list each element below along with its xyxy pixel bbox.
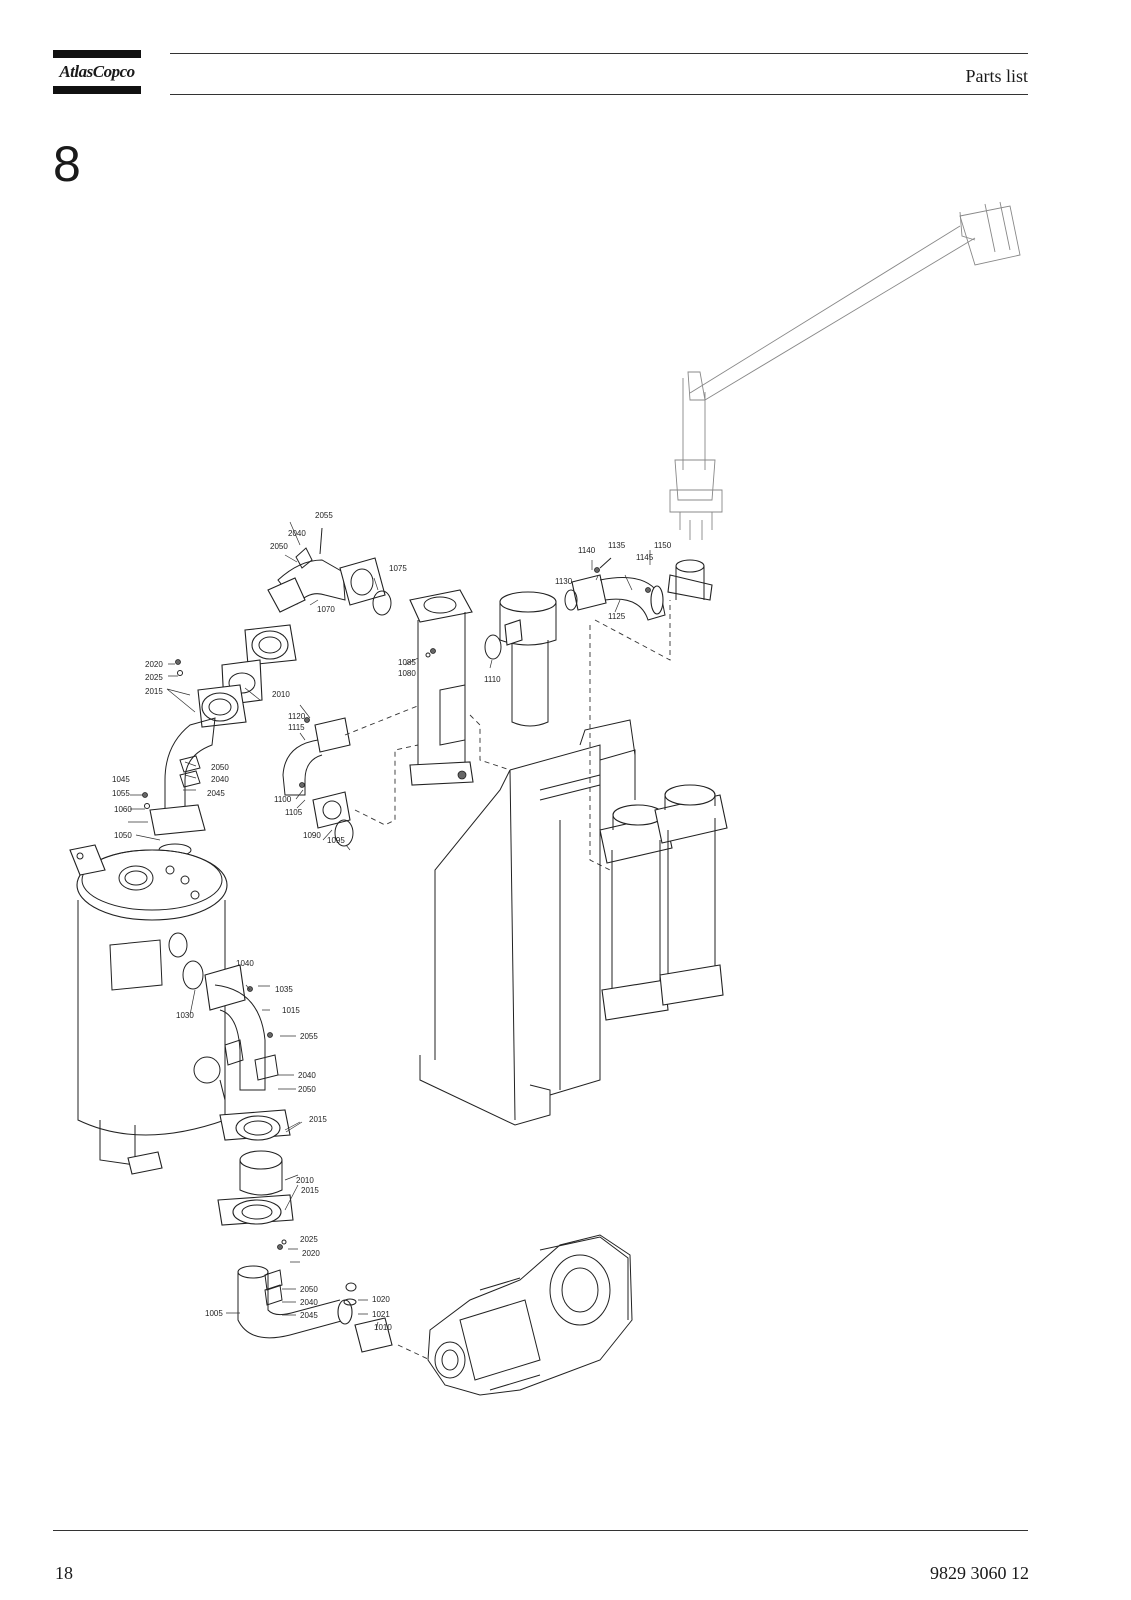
right-elbow-1125 <box>571 557 713 621</box>
o-ring-1110 <box>484 634 502 660</box>
callout-label: 2045 <box>300 1311 318 1320</box>
filter-housing-1080 <box>409 589 474 786</box>
callout-label: 2040 <box>288 529 306 538</box>
check-valve-1010 <box>354 1317 393 1353</box>
callout-label: 2050 <box>270 542 288 551</box>
small-fasteners <box>142 567 651 1250</box>
callout-label: 1145 <box>636 553 654 562</box>
callout-label: 1035 <box>275 985 293 994</box>
callout-label: 1090 <box>303 831 321 840</box>
assembly-lines <box>344 600 671 1361</box>
callout-label: 1021 <box>372 1310 390 1319</box>
callout-label: 1020 <box>372 1295 390 1304</box>
callout-label: 1140 <box>578 546 596 555</box>
callout-label: 1095 <box>327 836 345 845</box>
callout-label: 1030 <box>176 1011 194 1020</box>
o-ring-1095 <box>334 819 354 847</box>
callout-label: 1050 <box>114 831 132 840</box>
callout-label: 2025 <box>145 673 163 682</box>
discharge-pipe-1005 <box>237 1265 353 1339</box>
upper-elbow-1070 <box>267 527 386 613</box>
callout-labels: 2055 2040 2050 1075 1070 2010 2020 2025 … <box>112 511 672 1332</box>
callout-label: 2040 <box>300 1298 318 1307</box>
callout-label: 2015 <box>309 1115 327 1124</box>
callout-label: 1075 <box>389 564 407 573</box>
logo-bottom-bar <box>53 86 141 94</box>
lower-elbow-1015 <box>204 964 279 1091</box>
callout-label: 1115 <box>288 723 305 732</box>
callout-label: 1070 <box>317 605 335 614</box>
callout-label: 1135 <box>608 541 626 550</box>
callout-label: 1120 <box>288 712 306 721</box>
callout-label: 2055 <box>300 1032 318 1041</box>
logo-wordmark: AtlasCopco <box>59 62 135 81</box>
leader-lines <box>128 521 651 1331</box>
callout-label: 1060 <box>114 805 132 814</box>
callout-label: 2040 <box>298 1071 316 1080</box>
callout-label: 2010 <box>272 690 290 699</box>
callout-label: 2055 <box>315 511 333 520</box>
twin-aftercoolers <box>599 784 728 1021</box>
callout-label: 1100 <box>274 795 292 804</box>
callout-label: 1130 <box>555 577 573 586</box>
callout-label: 1055 <box>112 789 130 798</box>
callout-label: 1010 <box>374 1323 392 1332</box>
mid-elbow-1100 <box>282 717 351 829</box>
section-number: 8 <box>53 136 81 192</box>
callout-label: 2045 <box>207 789 225 798</box>
vessel-elbow-1045 <box>149 717 216 836</box>
callout-label: 1005 <box>205 1309 223 1318</box>
washer-1021 <box>343 1298 357 1306</box>
exhaust-pipe-assembly <box>669 201 1021 540</box>
plug-1020 <box>345 1282 357 1292</box>
upper-coupling-2010 <box>197 624 297 728</box>
callout-label: 2050 <box>298 1085 316 1094</box>
compressor-element <box>427 1234 633 1396</box>
callout-label: 2025 <box>300 1235 318 1244</box>
callout-label: 1040 <box>236 959 254 968</box>
atlas-copco-logo: AtlasCopco <box>53 50 141 94</box>
o-ring-1030 <box>182 960 204 990</box>
callout-label: 2020 <box>302 1249 320 1258</box>
callout-label: 1105 <box>285 808 303 817</box>
header-bottom-rule <box>170 94 1028 95</box>
page-title: Parts list <box>965 66 1028 86</box>
callout-label: 2050 <box>211 763 229 772</box>
o-ring-1130 <box>564 589 578 611</box>
logo-top-bar <box>53 50 141 58</box>
document-number: 9829 3060 12 <box>930 1563 1029 1583</box>
callout-label: 2050 <box>300 1285 318 1294</box>
footer-rule <box>53 1530 1028 1531</box>
callout-label: 1045 <box>112 775 130 784</box>
oil-separator-vessel <box>69 844 228 1175</box>
page-number: 18 <box>55 1563 73 1583</box>
callout-label: 2010 <box>296 1176 314 1185</box>
callout-label: 2015 <box>301 1186 319 1195</box>
callout-label: 1015 <box>282 1006 300 1015</box>
callout-label: 1125 <box>608 612 626 621</box>
callout-label: 1150 <box>654 541 672 550</box>
header-top-rule <box>170 53 1028 54</box>
callout-label: 2040 <box>211 775 229 784</box>
support-frame <box>419 719 636 1126</box>
callout-label: 2015 <box>145 687 163 696</box>
oil-filter <box>499 591 557 727</box>
o-ring-1075 <box>372 590 392 616</box>
callout-label: 1110 <box>484 675 501 684</box>
callout-label: 1085 <box>398 658 416 667</box>
lower-coupling-2010 <box>217 1109 294 1226</box>
callout-label: 1080 <box>398 669 416 678</box>
callout-label: 2020 <box>145 660 163 669</box>
